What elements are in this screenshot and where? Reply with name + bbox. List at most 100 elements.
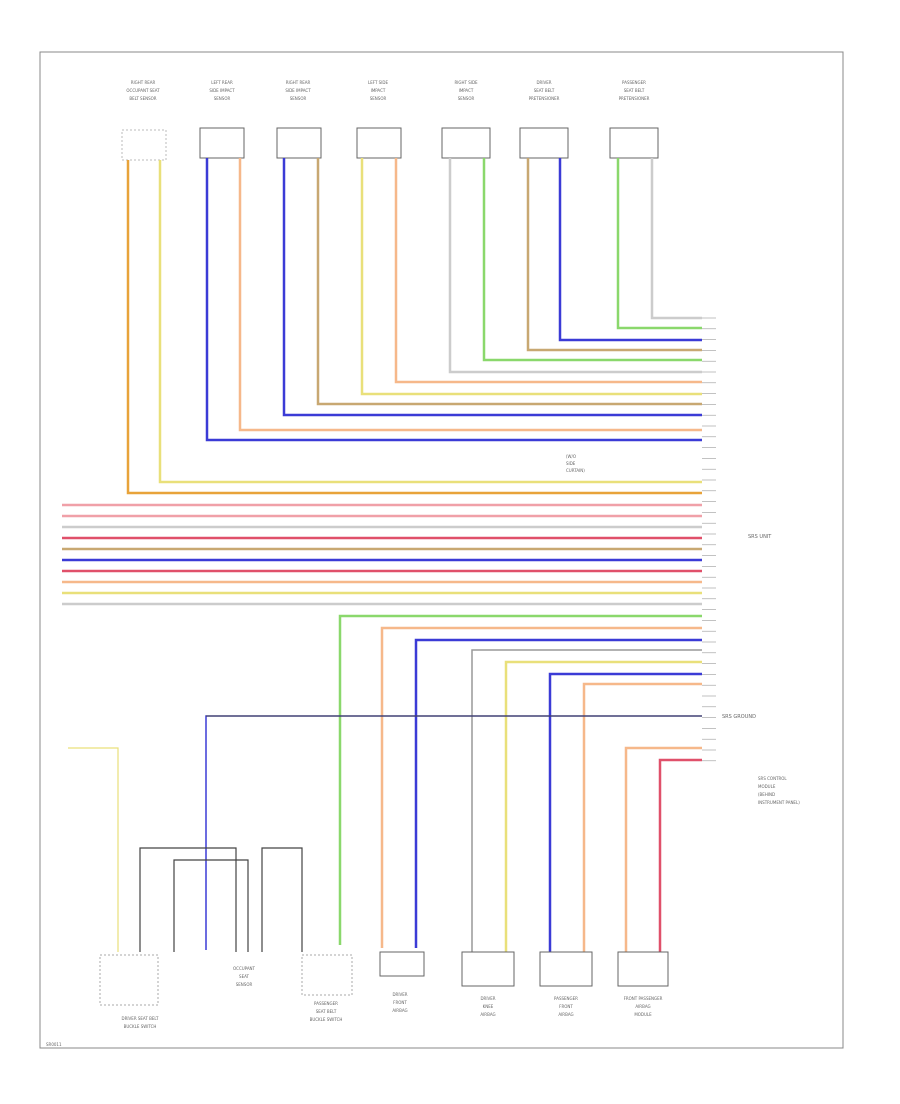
component-box	[99, 954, 159, 1006]
component-box	[617, 951, 669, 987]
wire-black	[139, 847, 237, 952]
component-box	[379, 951, 425, 977]
component-box	[199, 127, 245, 159]
bottom-component-b3: PASSENGER SEAT BELT BUCKLE SWITCH	[301, 954, 353, 1022]
component-box	[609, 127, 659, 159]
wire-yellow	[360, 158, 702, 396]
component-label: OCCUPANT	[233, 966, 256, 971]
component-box	[276, 127, 322, 159]
component-label: RIGHT REAR	[131, 80, 156, 85]
component-label: BELT SENSOR	[129, 96, 156, 101]
component-label: OCCUPANT SEAT	[126, 88, 160, 93]
wire-blue	[558, 158, 702, 342]
wire-blue	[282, 158, 702, 417]
top-component-c1: RIGHT REAR OCCUPANT SEAT BELT SENSOR	[121, 80, 167, 161]
component-label: AIRBAG	[635, 1004, 650, 1009]
wire-green	[616, 158, 702, 330]
module-connector-pins	[702, 317, 716, 762]
component-label: MODULE	[634, 1012, 652, 1017]
wire-gray	[448, 158, 702, 374]
component-box	[121, 129, 167, 161]
component-box	[539, 951, 593, 987]
bottom-component-b7: FRONT PASSENGER AIRBAG MODULE	[617, 951, 669, 1017]
bottom-note-label: INSTRUMENT PANEL)	[758, 800, 800, 805]
top-component-c2: LEFT REAR SIDE IMPACT SENSOR	[199, 80, 245, 159]
component-label: FRONT	[559, 1004, 573, 1009]
wire-red	[658, 758, 702, 952]
component-label: AIRBAG	[558, 1012, 573, 1017]
bottom-component-b4: DRIVER FRONT AIRBAG	[379, 951, 425, 1013]
component-label: DRIVER	[392, 992, 407, 997]
bottom-component-b2: OCCUPANT SEAT SENSOR	[233, 966, 256, 987]
diagram-frame	[39, 51, 844, 1049]
wire-black	[205, 715, 702, 950]
left-note-label: (W/O	[566, 454, 576, 459]
wire-tan	[526, 158, 702, 352]
wire-green	[482, 158, 702, 362]
component-label: PASSENGER	[622, 80, 646, 85]
left-note-label: SIDE	[566, 461, 576, 466]
component-box	[301, 954, 353, 996]
component-label: RIGHT SIDE	[454, 80, 478, 85]
wire-orange	[126, 160, 702, 495]
component-label: BUCKLE SWITCH	[310, 1017, 343, 1022]
component-label: SEAT BELT	[316, 1009, 337, 1014]
component-label: SENSOR	[458, 96, 475, 101]
srs-ground-label: SRS GROUND	[722, 714, 756, 720]
component-label: SEAT BELT	[534, 88, 555, 93]
component-label: BUCKLE SWITCH	[124, 1024, 157, 1029]
wire-blue	[205, 158, 702, 442]
component-label: PRETENSIONER	[619, 96, 650, 101]
component-box	[441, 127, 491, 159]
component-label: DRIVER	[480, 996, 495, 1001]
wire-light-orange	[380, 626, 702, 948]
left-note-label: CURTAIN)	[566, 468, 585, 473]
component-label: SENSOR	[370, 96, 387, 101]
component-label: AIRBAG	[392, 1008, 407, 1013]
component-label: SENSOR	[236, 982, 253, 987]
bottom-component-b6: PASSENGER FRONT AIRBAG	[539, 951, 593, 1017]
component-label: SIDE IMPACT	[285, 88, 311, 93]
component-label: SIDE IMPACT	[209, 88, 235, 93]
wire-light-orange	[582, 682, 702, 952]
component-box	[356, 127, 402, 159]
component-box	[461, 951, 515, 987]
component-label: DRIVER SEAT BELT	[122, 1016, 160, 1021]
footer-code: SR0011	[46, 1042, 62, 1047]
bottom-wires	[68, 614, 702, 952]
component-label: IMPACT	[371, 88, 386, 93]
wire-green	[338, 614, 702, 945]
wire-blue	[548, 672, 702, 952]
top-component-c7: PASSENGER SEAT BELT PRETENSIONER	[609, 80, 659, 159]
wire-black	[173, 859, 249, 952]
wire-blue	[414, 638, 702, 948]
component-label: PRETENSIONER	[529, 96, 560, 101]
wire-black	[261, 847, 303, 952]
component-label: DRIVER	[536, 80, 551, 85]
bottom-note-label: (BEHIND	[758, 792, 775, 797]
component-label: LEFT REAR	[211, 80, 233, 85]
wire-yellow	[158, 160, 702, 484]
component-label: IMPACT	[459, 88, 474, 93]
component-label: LEFT SIDE	[368, 80, 389, 85]
top-component-c5: RIGHT SIDE IMPACT SENSOR	[441, 80, 491, 159]
component-label: SEAT	[239, 974, 249, 979]
component-label: SEAT BELT	[624, 88, 645, 93]
wire-yellow	[504, 660, 702, 952]
wire-gray	[471, 649, 702, 952]
component-label: FRONT	[393, 1000, 407, 1005]
bottom-note-label: MODULE	[758, 784, 776, 789]
bottom-note-label: SRS CONTROL	[758, 776, 787, 781]
bottom-component-b5: DRIVER KNEE AIRBAG	[461, 951, 515, 1017]
wire-light-orange	[624, 746, 702, 952]
wire-tan	[316, 158, 702, 406]
component-label: SENSOR	[214, 96, 231, 101]
srs-unit-label: SRS UNIT	[748, 534, 772, 540]
left-harness-wires	[62, 503, 702, 606]
wire-yellow	[68, 747, 119, 952]
component-label: PASSENGER	[554, 996, 578, 1001]
module-labels: (W/O SIDE CURTAIN) SRS UNIT SRS GROUND S…	[566, 454, 800, 805]
top-wires	[126, 158, 702, 495]
